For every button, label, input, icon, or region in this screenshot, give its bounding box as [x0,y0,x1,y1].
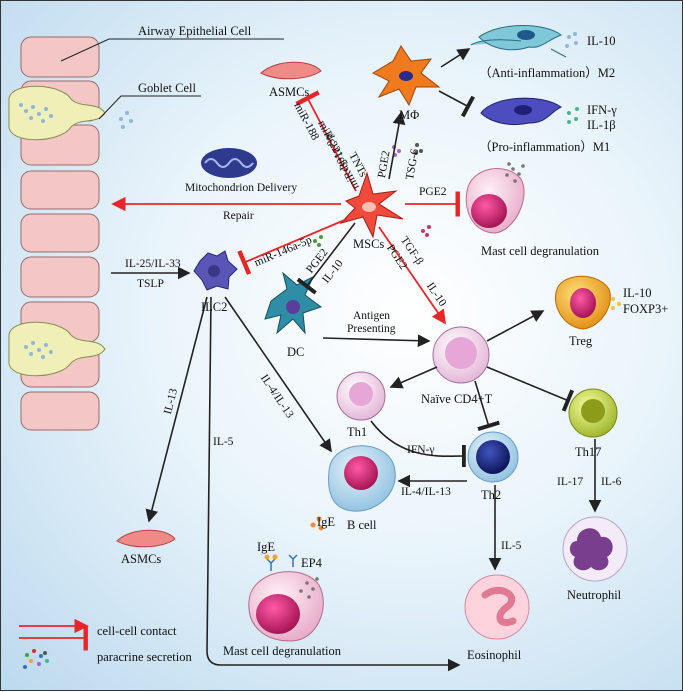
ilc2-label: ILC2 [201,300,228,314]
msc-asmcs-line [295,90,357,192]
ige-mast-label: IgE [257,540,276,554]
th17-nucleus [581,399,605,423]
b-cell-nucleus [344,456,378,490]
msc-naive-arrow [378,226,447,325]
foxp3-label: FOXP3+ [623,302,669,316]
antigen-label: Antigen [353,310,391,322]
naive-label: Naïve CD4+T [421,392,493,406]
pge2-mast-label: PGE2 [419,186,447,198]
paracrine-dots [310,32,621,531]
il5-th2-label: IL-5 [501,540,522,552]
goblet-label: Goblet Cell [138,81,196,95]
airway-epithelial-label: Airway Epithelial Cell [138,24,252,38]
inhibit-naive-th17 [486,366,575,412]
ifng-th1-label: IFN-γ [407,444,435,456]
inhibit-mphi-m1 [438,90,475,118]
legend-paracrine-label: paracrine secretion [97,650,192,664]
th17-label: Th17 [575,445,602,459]
legend-graphics [19,618,89,669]
mscs-nucleus [362,202,376,212]
ep4-label: EP4 [301,556,322,570]
airway-epithelial-pointer [60,38,284,62]
goblet-secretion-dots [119,111,133,129]
dc-nucleus [286,300,300,314]
il5-left-label: IL-5 [213,436,234,448]
m2-nucleus [517,30,535,40]
il1b-m1-label: IL-1β [587,118,616,132]
mast-cell-bottom [248,554,324,642]
dc-label: DC [287,345,305,359]
th2-nucleus [476,440,510,474]
arrow-ilc2-eosinophil [206,296,461,672]
arrow-mscs-mphi [388,111,406,180]
tslp-label: TSLP [137,278,164,290]
th2-label: Th2 [481,488,502,502]
th1-label: Th1 [347,425,368,439]
arrow-mphi-m2 [440,48,471,68]
arrow-ilc2-bcell [224,296,332,453]
asmcs-bottom-label: ASMCs [121,552,162,566]
eosinophil-nucleus [481,586,517,626]
arrow-dc-naive [322,334,431,348]
mast-top-label: Mast cell degranulation [481,244,600,258]
m1-label: （Pro-inflammation）M1 [479,140,611,154]
naive-nucleus [445,337,477,369]
bcell-label: B cell [347,518,377,532]
m1-nucleus [514,105,532,115]
legend-contact-label: cell-cell contact [97,624,177,638]
asmcs-bottom-cell [116,529,176,548]
mast-cell-top [465,162,525,234]
goblet-pointer [98,95,201,120]
mito-label: Mitochondrion Delivery [185,182,298,194]
asmcs-top-label: ASMCs [269,85,310,99]
eosinophil-cell [464,574,530,640]
repair-label: Repair [223,210,254,222]
inhibit-mscs-dc [296,222,356,295]
eosinophil-label: Eosinophil [467,648,522,662]
arrow-naive-th1 [389,366,438,389]
il10-m2-label: IL-10 [587,34,616,48]
neutrophil-label: Neutrophil [567,588,622,602]
il10-treg-label: IL-10 [623,286,652,300]
ilc2-nucleus [208,265,220,277]
m2-label: （Anti-inflammation）M2 [479,66,616,80]
il4il13-th2-label: IL-4/IL-13 [401,486,451,498]
inhibit-th1-th2 [370,420,466,468]
m2-macrophage [470,25,567,58]
mitochondrion-icon [201,148,257,178]
il17-label: IL-17 [557,476,584,488]
th1-nucleus [349,382,373,406]
arrow-naive-treg [486,310,545,342]
ifng-m1-label: IFN-γ [587,103,617,117]
inhibit-naive-th2 [474,380,500,432]
mphi-nucleus [399,71,413,81]
il25-label: IL-25/IL-33 [125,258,181,270]
mphi-label: MΦ [399,108,420,122]
il6-label: IL-6 [601,476,622,488]
msc-ilc2-inhibit [237,218,348,275]
presenting-label: Presenting [347,323,396,335]
mscs-label: MSCs [353,237,385,251]
treg-label: Treg [569,334,593,348]
ige-b-label: IgE [317,515,336,529]
mast-bottom-label: Mast cell degranulation [223,644,342,658]
arrow-ilc2-asmcs [145,296,208,523]
treg-nucleus [570,288,596,318]
goblet-cell-bottom [8,321,106,377]
asmcs-top-cell [260,61,322,80]
neutrophil-nucleus [569,528,613,571]
